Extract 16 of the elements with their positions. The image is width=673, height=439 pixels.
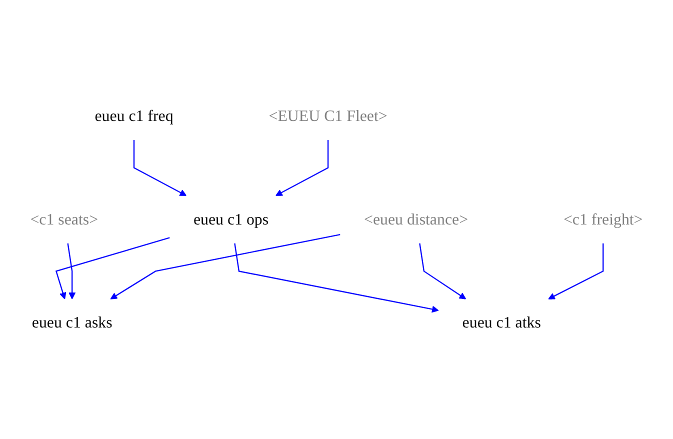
node-text: <c1 seats> (30, 210, 98, 228)
node-text: eueu c1 ops (193, 210, 269, 228)
arrow (419, 243, 466, 300)
node-text: <EUEU C1 Fleet> (268, 107, 388, 125)
arrow (548, 243, 604, 300)
arrow (234, 243, 439, 313)
node-text: eueu c1 freq (94, 107, 174, 125)
arrow (110, 234, 340, 300)
node-text: <eueu distance> (364, 210, 468, 228)
node-text: eueu c1 atks (462, 314, 541, 332)
arrow (133, 140, 187, 196)
node-text: <c1 freight> (563, 210, 643, 228)
arrow (55, 237, 170, 300)
node-text: eueu c1 asks (32, 314, 112, 332)
arrow (275, 140, 329, 196)
arrow (67, 243, 76, 300)
